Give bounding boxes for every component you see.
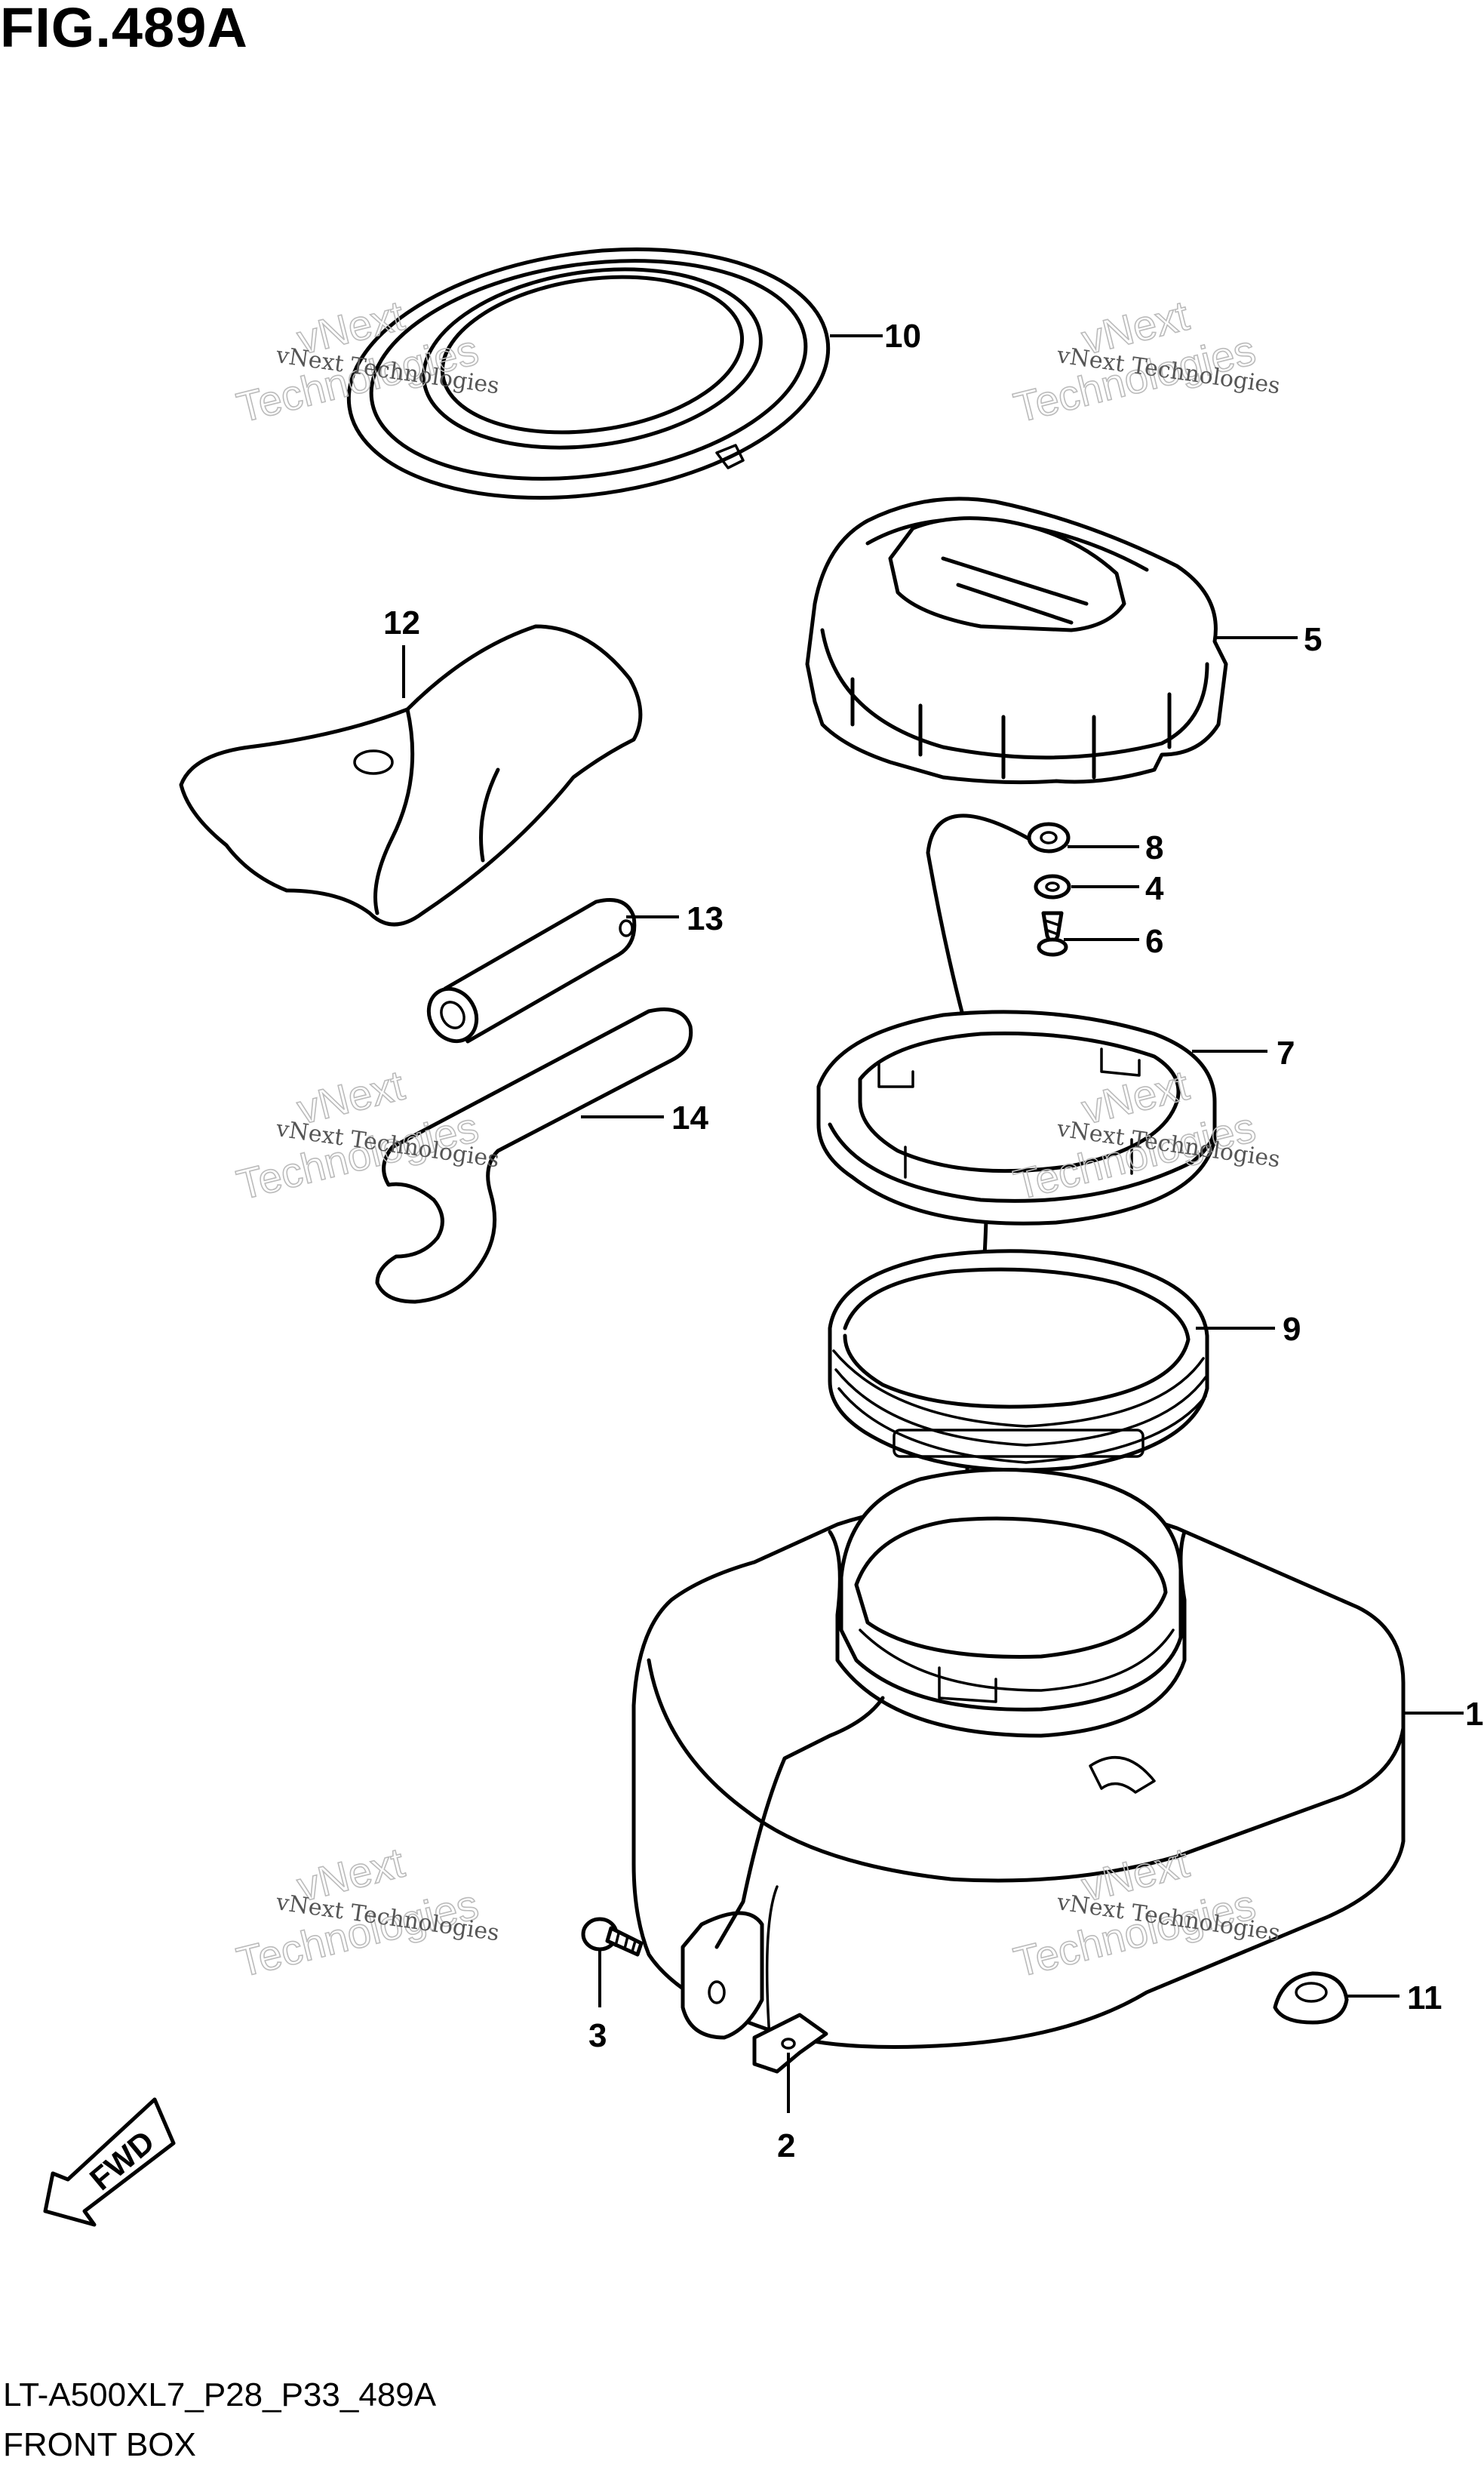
fwd-direction-arrow: FWD xyxy=(43,2097,176,2227)
leader-lines xyxy=(402,334,1464,2113)
callout-1[interactable]: 1 xyxy=(1465,1696,1483,1733)
part-4-washer[interactable] xyxy=(1034,874,1071,900)
callout-6[interactable]: 6 xyxy=(1145,923,1163,960)
part-1-front-box[interactable] xyxy=(631,1468,1406,2049)
figure-title: FIG.489A xyxy=(0,0,248,59)
figure-code: LT-A500XL7_P28_P33_489A xyxy=(3,2376,437,2413)
part-5-cap[interactable] xyxy=(805,497,1228,785)
part-8-tether-clip[interactable] xyxy=(1027,822,1071,854)
tether-rod xyxy=(714,1696,885,1949)
callout-7[interactable]: 7 xyxy=(1277,1035,1295,1072)
callout-3[interactable]: 3 xyxy=(588,2017,607,2054)
part-3-bolt[interactable] xyxy=(581,1917,644,1957)
part-7-lock-ring[interactable] xyxy=(816,1010,1217,1226)
part-12-pouch[interactable] xyxy=(179,624,643,927)
callout-4[interactable]: 4 xyxy=(1145,870,1164,907)
part-13-cylinder[interactable] xyxy=(419,898,637,1050)
callout-5[interactable]: 5 xyxy=(1304,621,1322,658)
part-6-screw[interactable] xyxy=(1037,911,1068,957)
part-11-grommet[interactable] xyxy=(1273,1971,1349,2025)
part-10-gasket-ring[interactable] xyxy=(333,220,844,527)
callout-14[interactable]: 14 xyxy=(671,1100,708,1137)
watermark-top-right: vNext Technologies vNext Technologies xyxy=(1009,291,1282,432)
callout-13[interactable]: 13 xyxy=(687,900,724,937)
part-2-bracket[interactable] xyxy=(752,2013,828,2074)
callout-12[interactable]: 12 xyxy=(383,604,420,641)
callout-11[interactable]: 11 xyxy=(1407,1979,1443,2016)
callout-10[interactable]: 10 xyxy=(884,318,921,355)
callout-2[interactable]: 2 xyxy=(777,2127,795,2164)
part-14-spanner-wrench[interactable] xyxy=(375,1007,693,1304)
callouts: 10 5 8 4 6 7 9 1 11 2 3 12 13 14 xyxy=(383,318,1483,2164)
part-9-threaded-ring[interactable] xyxy=(828,1249,1209,1472)
figure-name: FRONT BOX xyxy=(3,2426,196,2463)
callout-8[interactable]: 8 xyxy=(1145,829,1163,866)
callout-9[interactable]: 9 xyxy=(1283,1311,1301,1348)
watermark-bottom-left: vNext Technologies vNext Technologies xyxy=(232,1838,501,1986)
